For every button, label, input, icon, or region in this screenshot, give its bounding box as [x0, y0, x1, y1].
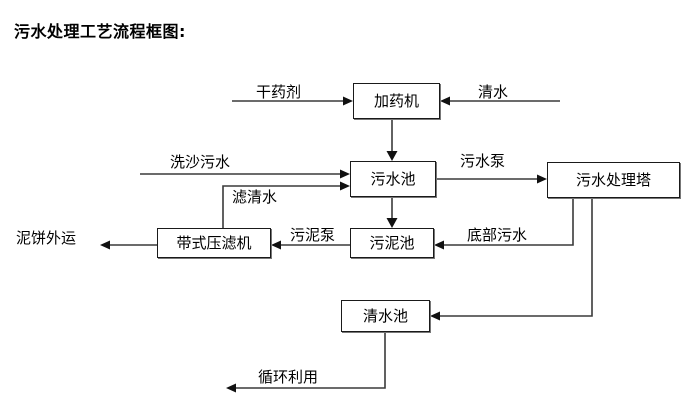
- arrowhead-dosing-down: [386, 151, 398, 161]
- node-belt-filter-press[interactable]: 带式压滤机: [157, 228, 271, 258]
- arrowhead-bottom-wastewater: [434, 240, 444, 250]
- edge-label-dry-chemical: 干药剂: [256, 83, 302, 101]
- edge-label-recycle-use: 循环利用: [258, 368, 319, 386]
- arrowhead-sand-wash: [340, 169, 350, 179]
- arrowhead-dry-chemical: [343, 96, 353, 106]
- node-label-wastewater-pool: 污水池: [370, 169, 416, 188]
- node-treatment-tower[interactable]: 污水处理塔: [547, 162, 680, 198]
- edge-clean-water-pool-to-recycle: [233, 332, 386, 389]
- arrowhead-filtered-water: [340, 181, 350, 191]
- arrowhead-mud-cake-out: [100, 240, 110, 250]
- node-label-dosing-machine: 加药机: [373, 91, 419, 110]
- edge-label-sludge-pump: 污泥泵: [290, 226, 336, 244]
- node-clean-water-pool[interactable]: 清水池: [341, 300, 430, 332]
- node-wastewater-pool[interactable]: 污水池: [350, 161, 436, 197]
- arrowhead-clean-water: [440, 96, 450, 106]
- arrowhead-wastewater-pump: [537, 174, 547, 184]
- edge-label-bottom-wastewater: 底部污水: [467, 226, 528, 244]
- node-label-sludge-pool: 污泥池: [369, 233, 415, 252]
- node-dosing-machine[interactable]: 加药机: [353, 83, 440, 119]
- arrowhead-clean-water-pool-in: [430, 311, 440, 321]
- node-label-treatment-tower: 污水处理塔: [575, 170, 651, 189]
- edge-filtered-water-to-wastewater-pool: [222, 185, 343, 228]
- arrowhead-sludge-pump: [271, 240, 281, 250]
- node-label-clean-water-pool: 清水池: [362, 306, 408, 325]
- edge-tower-to-clean-water-pool: [437, 198, 593, 317]
- node-sludge-pool[interactable]: 污泥池: [350, 228, 434, 258]
- node-label-belt-filter-press: 带式压滤机: [176, 233, 252, 252]
- arrowhead-recycle-use: [226, 383, 236, 393]
- edge-tower-bottom-to-sludge-pool: [441, 198, 574, 246]
- edge-label-clean-water-in: 清水: [478, 83, 509, 101]
- page-title: 污水处理工艺流程框图:: [14, 22, 186, 41]
- edge-label-wastewater-pump: 污水泵: [460, 152, 506, 170]
- edge-label-sand-wash-water: 洗沙污水: [170, 153, 231, 171]
- edge-label-filtered-water: 滤清水: [232, 188, 278, 206]
- terminal-label-mud-cake-out: 泥饼外运: [16, 229, 77, 247]
- arrowhead-wastewater-to-sludge: [386, 218, 398, 228]
